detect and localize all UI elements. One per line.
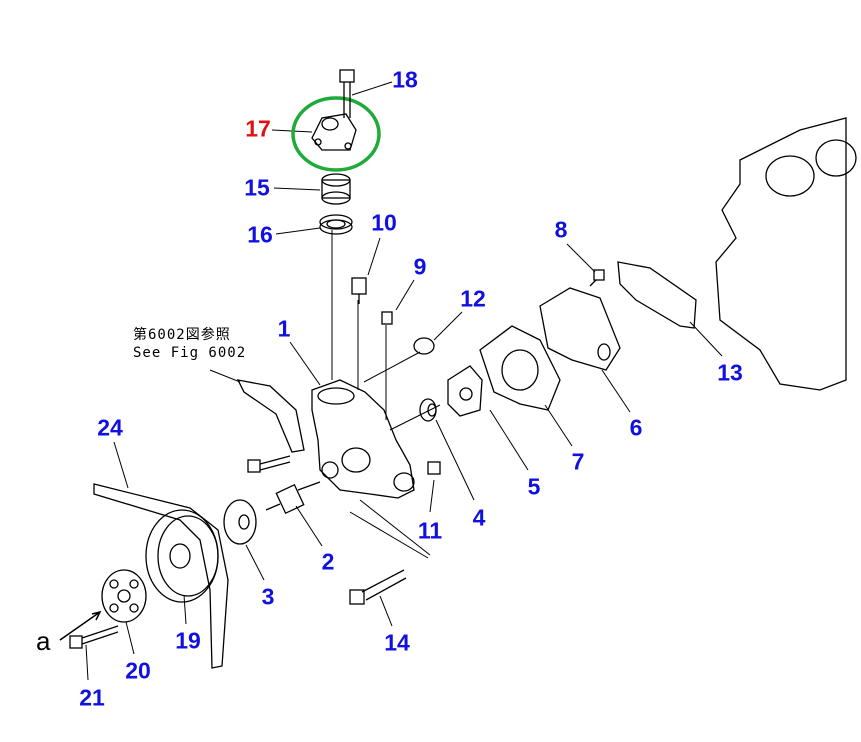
callout-20: 20 xyxy=(125,657,151,684)
engine-block-icon xyxy=(715,117,847,391)
callout-5: 5 xyxy=(527,473,541,500)
bolt-14-icon xyxy=(349,569,407,605)
view-arrow-icon xyxy=(59,610,102,641)
callout-1: 1 xyxy=(277,315,291,342)
callout-13: 13 xyxy=(717,359,743,386)
spacer-20-icon xyxy=(101,569,147,623)
callout-3: 3 xyxy=(261,583,275,610)
bolt-8-icon xyxy=(589,269,605,287)
thermostat-cover-17-icon xyxy=(311,113,357,151)
pulley-19-icon xyxy=(145,509,219,603)
gasket-13-icon xyxy=(617,261,697,329)
leader-lines xyxy=(59,81,723,681)
callout-11: 11 xyxy=(417,517,443,544)
callout-15: 15 xyxy=(244,174,270,201)
o-ring-12-icon xyxy=(413,337,435,355)
callout-4: 4 xyxy=(472,504,486,531)
bolt-icon xyxy=(247,455,291,473)
hub-3-icon xyxy=(223,499,257,545)
bolt-18-icon xyxy=(339,69,355,118)
callout-17: 17 xyxy=(245,115,271,142)
cover-plate-6-port-icon xyxy=(597,343,611,361)
seal-4-icon xyxy=(419,398,437,422)
sensor-10-icon xyxy=(351,277,367,304)
callout-6: 6 xyxy=(629,414,643,441)
belt-24-icon xyxy=(93,483,229,669)
callout-14: 14 xyxy=(384,629,410,656)
callout-9: 9 xyxy=(413,253,427,280)
reference-note: 第6002図参照 See Fig 6002 xyxy=(133,326,246,362)
callout-8: 8 xyxy=(554,216,568,243)
gasket-7-icon xyxy=(479,325,561,411)
cover-plate-6-icon xyxy=(539,287,621,371)
callout-7: 7 xyxy=(571,448,585,475)
seal-16-icon xyxy=(319,214,353,235)
bolt-11-icon xyxy=(427,461,441,475)
spacer-2-icon xyxy=(265,481,321,515)
thermostat-15-icon xyxy=(321,173,351,205)
bolt-21-icon xyxy=(69,625,119,649)
cylinder-bore-icon xyxy=(815,139,857,177)
reference-note-jp: 第6002図参照 xyxy=(133,327,231,343)
reference-note-en: See Fig 6002 xyxy=(133,345,247,361)
bracket-icon xyxy=(236,379,305,453)
gasket-7-hole-icon xyxy=(501,349,539,391)
callout-2: 2 xyxy=(321,548,335,575)
callout-18: 18 xyxy=(392,66,418,93)
view-marker: a xyxy=(36,626,51,656)
callout-10: 10 xyxy=(371,209,397,236)
impeller-5-icon xyxy=(447,365,483,417)
cylinder-bore-icon xyxy=(765,155,815,197)
plug-9-icon xyxy=(381,311,393,325)
callout-21: 21 xyxy=(79,684,105,711)
callout-19: 19 xyxy=(175,627,201,654)
highlight-circle xyxy=(291,96,381,172)
callout-24: 24 xyxy=(97,414,123,441)
callout-16: 16 xyxy=(247,221,273,248)
water-pump-body-1-icon xyxy=(311,379,415,499)
callout-12: 12 xyxy=(460,285,486,312)
